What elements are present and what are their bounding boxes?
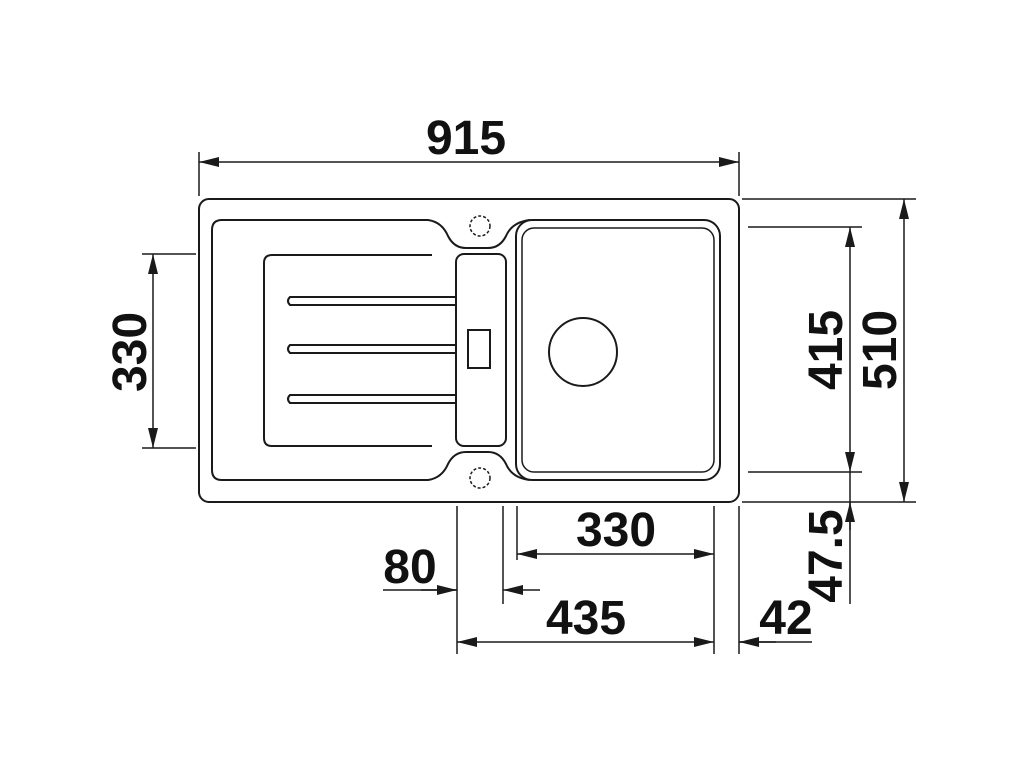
dim-overall-depth: 510 (742, 198, 916, 503)
dim-drainer-depth: 330 (104, 253, 196, 449)
overflow-slot (467, 329, 491, 369)
label-47-5: 47.5 (800, 509, 853, 602)
dim-cabinet-width: 435 (457, 592, 714, 647)
dim-rim-bottom: 47.5 (800, 472, 855, 604)
tap-hole-markers (469, 215, 491, 489)
bowl-inner (521, 227, 715, 473)
overflow-channel (455, 253, 507, 447)
drainer-ribs (287, 296, 457, 404)
drainer-rib-1 (287, 296, 457, 306)
label-915: 915 (426, 112, 506, 165)
bowl-outer (515, 219, 721, 481)
drainer-rib-2 (287, 344, 457, 354)
drainer-tray (263, 254, 432, 447)
sink-outline (198, 198, 740, 503)
main-bowl (515, 219, 721, 481)
label-80: 80 (383, 541, 436, 594)
drainer-area (211, 219, 531, 481)
drainer-rib-3 (287, 394, 457, 404)
label-330-bottom: 330 (576, 504, 656, 557)
drainer-recess-outline (211, 219, 531, 481)
overflow-channel-outline (455, 253, 507, 447)
tap-hole-bottom (469, 467, 491, 489)
dim-bowl-width: 330 (517, 504, 714, 559)
dim-bowl-depth: 415 (748, 226, 862, 473)
tap-hole-top (469, 215, 491, 237)
label-415: 415 (800, 310, 853, 390)
dim-rim-right: 42 (739, 592, 813, 647)
label-330-left: 330 (104, 312, 157, 392)
sink-outer-rim (198, 198, 740, 503)
dim-divider-offset: 80 (383, 541, 540, 595)
label-435: 435 (546, 592, 626, 645)
label-510: 510 (854, 310, 907, 390)
dim-overall-width: 915 (198, 112, 740, 196)
drain-hole (548, 317, 618, 387)
label-42: 42 (759, 592, 812, 645)
